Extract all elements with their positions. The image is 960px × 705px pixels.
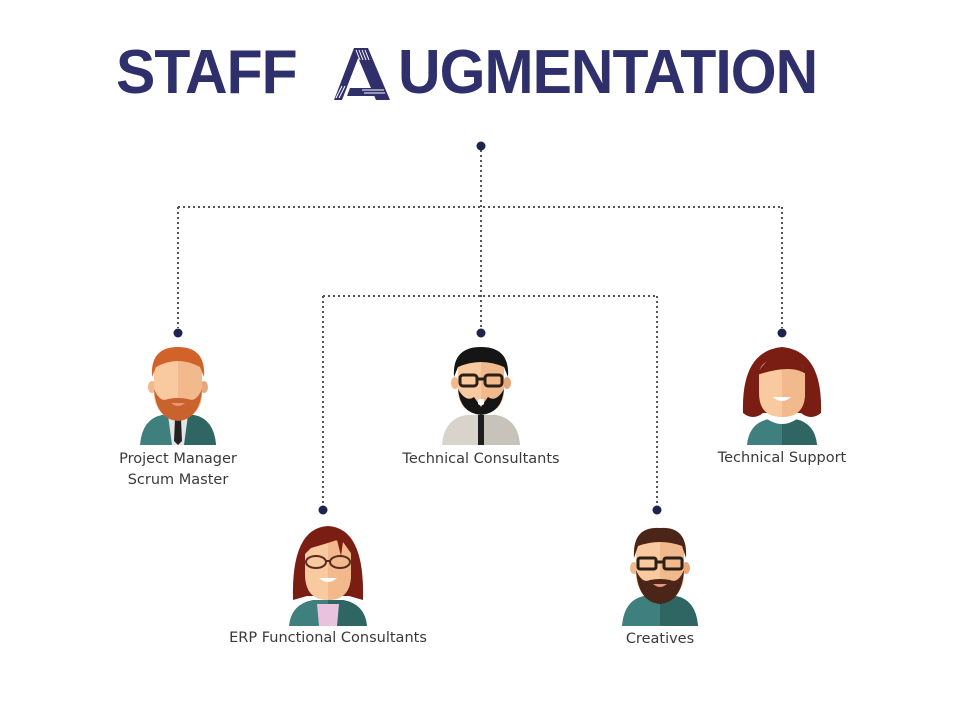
label-technical-support: Technical Support xyxy=(717,450,847,466)
label-erp-functional-consultants: ERP Functional Consultants xyxy=(229,630,427,646)
label-technical-consultants: Technical Consultants xyxy=(402,451,560,467)
dot-project-manager xyxy=(173,328,183,338)
dot-erp xyxy=(318,505,328,515)
woman-glasses-bangs-icon xyxy=(289,526,367,626)
dot-technical-support xyxy=(777,328,787,338)
label-creatives: Creatives xyxy=(625,631,695,647)
node-technical-consultants: Technical Consultants xyxy=(381,345,581,470)
bearded-man-glasses-icon xyxy=(622,527,698,626)
dot-creatives xyxy=(652,505,662,515)
node-project-manager: Project Manager Scrum Master xyxy=(98,343,258,491)
title-staff: STAFF xyxy=(116,38,298,107)
node-erp-functional-consultants: ERP Functional Consultants xyxy=(218,522,438,649)
dot-technical-consultants xyxy=(476,328,486,338)
bearded-man-redhead-suit-icon xyxy=(140,347,216,445)
root-dot xyxy=(476,141,486,151)
label-project-manager: Project Manager xyxy=(119,451,237,467)
man-glasses-tie-icon xyxy=(442,347,520,445)
logo-a-icon xyxy=(334,48,390,100)
node-creatives: Creatives xyxy=(580,524,740,650)
node-technical-support: Technical Support xyxy=(702,343,862,469)
label-scrum-master: Scrum Master xyxy=(127,472,229,488)
woman-auburn-hair-icon xyxy=(742,347,822,445)
page-title: STAFF UGMENTATION xyxy=(0,38,960,108)
title-ugmentation: UGMENTATION xyxy=(398,38,818,107)
